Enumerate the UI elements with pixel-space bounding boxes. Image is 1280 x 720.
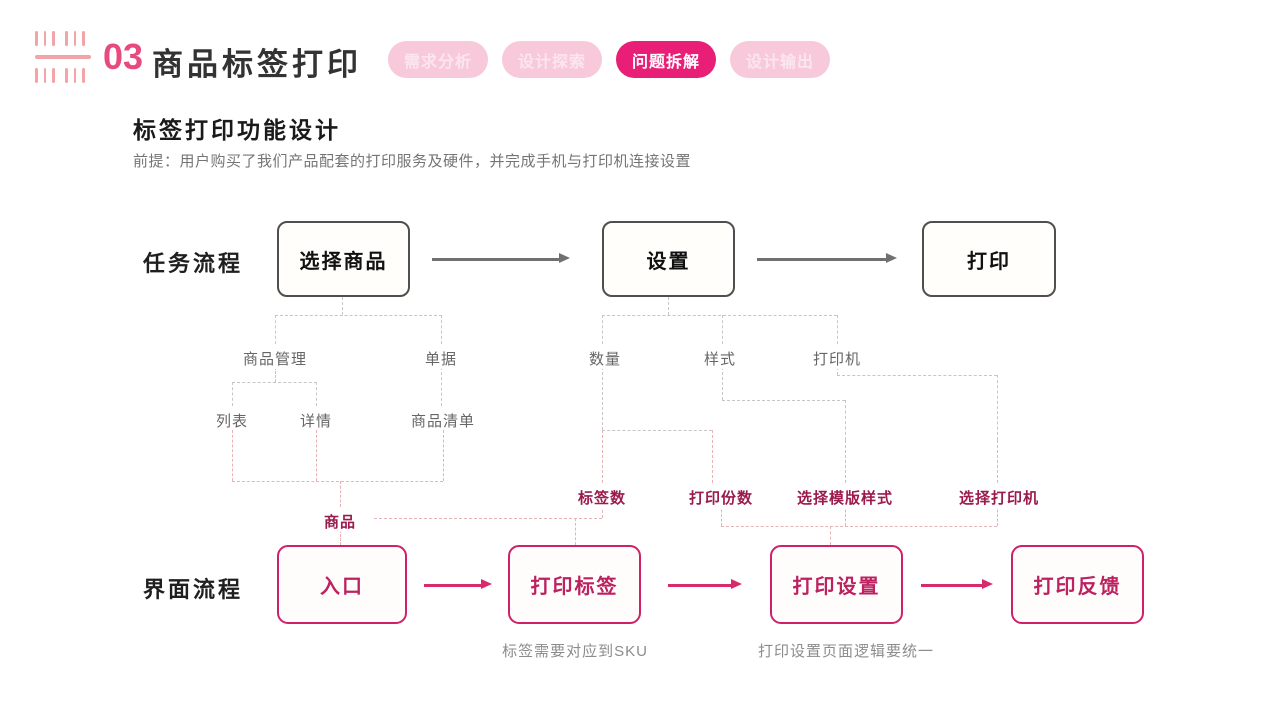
connector-pink: [830, 526, 831, 545]
connector-pink: [997, 440, 998, 483]
tree-label-printer: 打印机: [808, 348, 866, 369]
connector-gray: [602, 315, 603, 344]
connector-gray: [837, 315, 838, 344]
connector-gray: [722, 367, 723, 400]
ui-box-entry: 入口: [277, 545, 407, 624]
connector-gray: [232, 382, 233, 406]
pill-problem-breakdown[interactable]: 问题拆解: [616, 41, 716, 78]
pill-design-output[interactable]: 设计输出: [730, 41, 830, 78]
note-sku: 标签需要对应到SKU: [502, 643, 648, 660]
connector-pink: [232, 481, 443, 482]
map-label-print-copies: 打印份数: [684, 487, 758, 508]
connector-pink: [340, 481, 341, 507]
nav-pills: 需求分析 设计探索 问题拆解 设计输出: [388, 41, 844, 78]
connector-gray: [275, 315, 442, 316]
note-print-settings: 打印设置页面逻辑要统一: [757, 643, 935, 660]
tree-label-detail: 详情: [295, 410, 337, 431]
task-box-select-product: 选择商品: [277, 221, 410, 297]
map-label-select-printer: 选择打印机: [954, 487, 1044, 508]
connector-gray: [997, 375, 998, 440]
connector-gray: [232, 382, 317, 383]
premise-text: 前提：用户购买了我们产品配套的打印服务及硬件，并完成手机与打印机连接设置: [133, 153, 692, 170]
connector-gray: [837, 375, 997, 376]
connector-gray: [722, 400, 845, 401]
tree-label-order: 单据: [420, 348, 462, 369]
task-box-print: 打印: [922, 221, 1056, 297]
connector-gray: [837, 367, 838, 375]
connector-pink: [340, 530, 341, 545]
connector-gray: [275, 315, 276, 344]
connector-gray: [602, 315, 837, 316]
barcode-logo-icon: [35, 31, 91, 83]
tree-label-product-list: 商品清单: [406, 410, 480, 431]
ui-flow-row-label: 界面流程: [143, 577, 244, 602]
connector-pink: [316, 430, 317, 481]
connector-pink: [721, 505, 722, 526]
pill-design-exploration[interactable]: 设计探索: [502, 41, 602, 78]
connector-pink: [443, 430, 444, 481]
connector-gray: [602, 430, 712, 431]
ui-box-print-settings: 打印设置: [770, 545, 903, 624]
connector-pink: [602, 505, 603, 518]
task-box-settings: 设置: [602, 221, 735, 297]
tree-label-product-management: 商品管理: [238, 348, 312, 369]
tree-label-list: 列表: [211, 410, 253, 431]
connector-gray: [602, 367, 603, 430]
connector-gray: [845, 400, 846, 440]
map-label-label-count: 标签数: [573, 487, 631, 508]
connector-pink: [721, 526, 997, 527]
connector-pink: [602, 430, 603, 483]
connector-pink: [712, 430, 713, 483]
connector-gray: [342, 297, 343, 315]
connector-pink: [232, 430, 233, 481]
connector-gray: [441, 315, 442, 344]
tree-label-quantity: 数量: [584, 348, 626, 369]
connector-pink: [374, 518, 602, 519]
tree-label-style: 样式: [699, 348, 741, 369]
map-label-template-style: 选择模版样式: [792, 487, 898, 508]
slide-title: 商品标签打印: [152, 47, 362, 82]
connector-gray: [316, 382, 317, 406]
page-title: 标签打印功能设计: [133, 117, 341, 143]
connector-gray: [722, 315, 723, 344]
connector-pink: [575, 518, 576, 545]
connector-gray: [275, 367, 276, 382]
ui-box-print-label: 打印标签: [508, 545, 641, 624]
connector-gray: [441, 367, 442, 406]
pill-requirement-analysis[interactable]: 需求分析: [388, 41, 488, 78]
connector-pink: [845, 505, 846, 526]
ui-box-print-feedback: 打印反馈: [1011, 545, 1144, 624]
section-number: 03: [103, 36, 144, 77]
map-label-product: 商品: [319, 511, 361, 532]
connector-gray: [668, 297, 669, 315]
task-flow-row-label: 任务流程: [143, 251, 244, 276]
connector-pink: [997, 505, 998, 526]
connector-pink: [845, 440, 846, 483]
